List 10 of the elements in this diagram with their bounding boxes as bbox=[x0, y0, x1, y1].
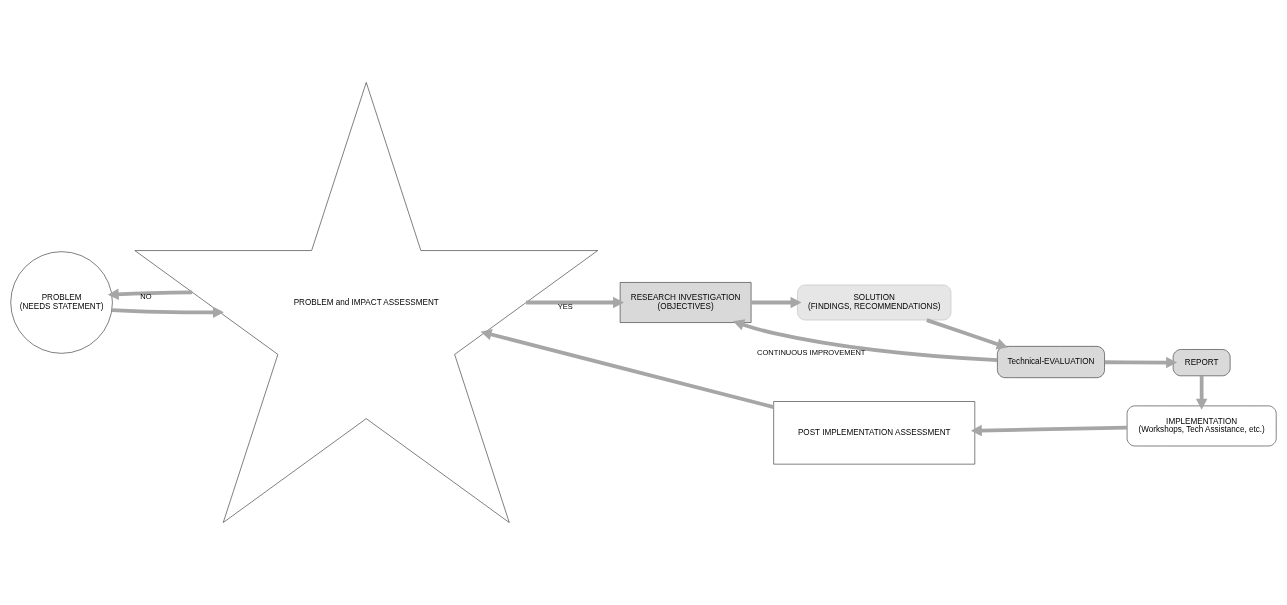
arrow bbox=[107, 288, 193, 300]
arrow bbox=[1104, 356, 1178, 369]
arrow bbox=[970, 424, 1128, 437]
arrow bbox=[480, 328, 775, 409]
arrow bbox=[751, 296, 802, 309]
arrow bbox=[1195, 375, 1208, 410]
arrow bbox=[526, 296, 624, 309]
arrow bbox=[733, 319, 998, 363]
arrow bbox=[111, 306, 224, 319]
arrow bbox=[926, 318, 1008, 350]
